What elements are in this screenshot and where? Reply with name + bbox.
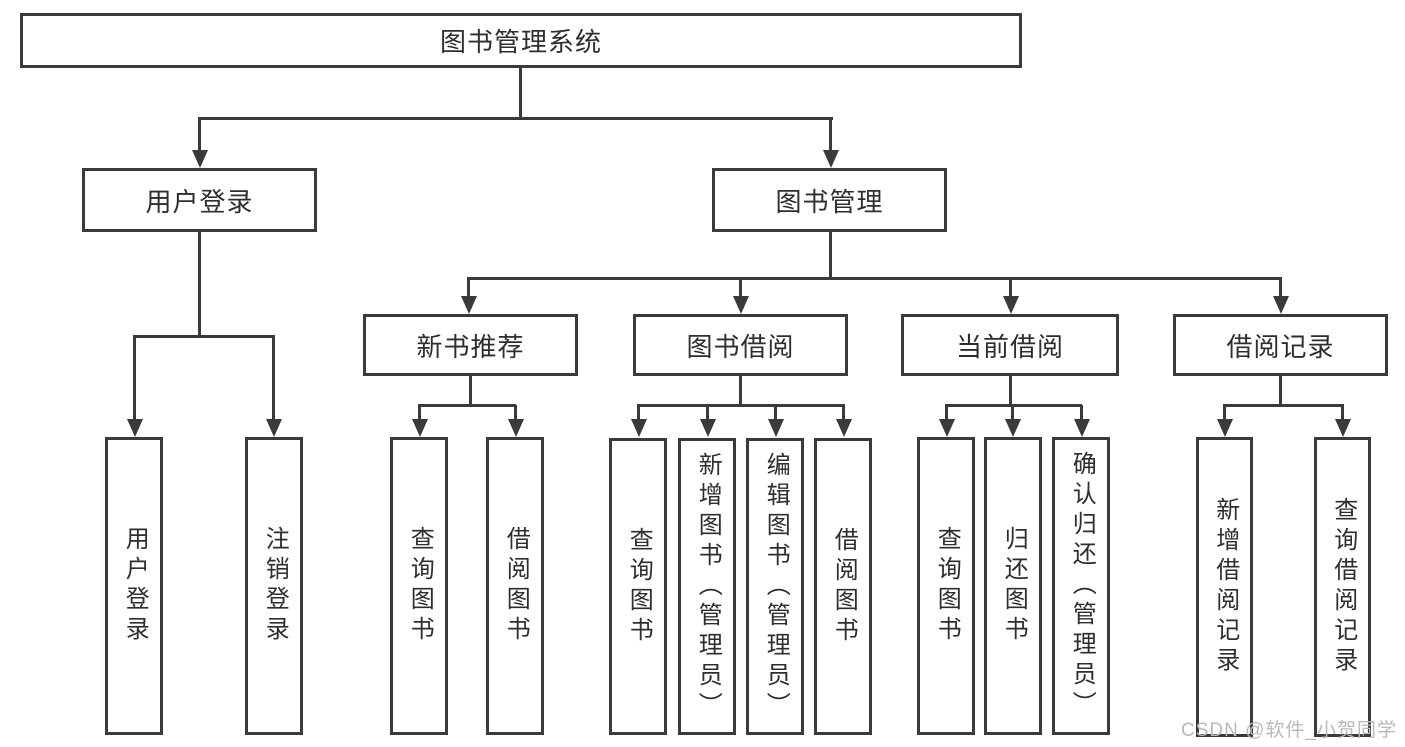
connector-line [1009, 376, 1012, 407]
connector-arrow [418, 405, 421, 419]
leaf-user-login: 用户登录 [105, 437, 163, 735]
connector-arrow [133, 336, 136, 419]
node-label: 图书借阅 [686, 331, 795, 362]
connector-line [198, 232, 201, 337]
node-book-management-branch: 图书管理 [712, 168, 947, 232]
leaf-logout: 注销登录 [245, 437, 303, 735]
connector-arrow [1223, 405, 1226, 419]
node-current-borrowing: 当前借阅 [901, 314, 1119, 376]
node-label: 用户登录 [145, 186, 254, 217]
connector-line [1223, 404, 1344, 407]
connector-arrow [829, 118, 832, 150]
leaf-add-borrow-record: 新增借阅记录 [1196, 437, 1253, 737]
connector-line [198, 117, 833, 120]
leaf-label: 用户登录 [121, 526, 149, 646]
leaf-query-borrow-record: 查询借阅记录 [1314, 437, 1371, 737]
leaf-label: 查询图书 [625, 526, 653, 647]
leaf-label: 查询借阅记录 [1329, 497, 1357, 677]
leaf-query-books-borrowing: 查询图书 [609, 438, 667, 735]
leaf-label: 确认归还（管理员） [1068, 451, 1096, 721]
node-label: 借阅记录 [1226, 331, 1335, 362]
leaf-borrow-books-recommend: 借阅图书 [486, 437, 544, 735]
node-library-management-system: 图书管理系统 [20, 13, 1022, 68]
csdn-watermark: CSDN @软件_小贺同学 [1181, 720, 1397, 741]
connector-line [829, 232, 832, 280]
leaf-edit-books-admin: 编辑图书（管理员） [746, 438, 804, 735]
connector-arrow [706, 405, 709, 419]
node-label: 图书管理 [775, 186, 884, 217]
connector-arrow [467, 278, 470, 296]
connector-line [133, 335, 275, 338]
leaf-label: 查询图书 [406, 526, 434, 646]
leaf-label: 新增图书（管理员） [694, 451, 722, 722]
connector-arrow [1009, 278, 1012, 296]
node-new-book-recommendation: 新书推荐 [363, 314, 578, 376]
leaf-label: 编辑图书（管理员） [762, 451, 790, 722]
leaf-label: 借阅图书 [830, 526, 858, 647]
leaf-label: 新增借阅记录 [1211, 497, 1239, 677]
leaf-return-books: 归还图书 [984, 437, 1042, 735]
leaf-add-books-admin: 新增图书（管理员） [678, 438, 736, 735]
node-book-borrowing: 图书借阅 [633, 314, 848, 376]
connector-line [519, 68, 522, 119]
leaf-label: 查询图书 [933, 526, 961, 646]
leaf-query-books-current: 查询图书 [917, 437, 975, 735]
connector-line [418, 404, 516, 407]
leaf-label: 归还图书 [1000, 526, 1028, 646]
node-user-login-branch: 用户登录 [82, 168, 317, 232]
node-borrowing-records: 借阅记录 [1173, 314, 1388, 376]
leaf-label: 借阅图书 [502, 526, 530, 646]
connector-line [637, 404, 845, 407]
connector-arrow [198, 118, 201, 150]
connector-arrow [1341, 405, 1344, 419]
connector-arrow [1279, 278, 1282, 296]
connector-arrow [1080, 405, 1083, 419]
connector-arrow [739, 278, 742, 296]
leaf-confirm-return-admin: 确认归还（管理员） [1052, 437, 1110, 735]
node-label: 图书管理系统 [439, 27, 602, 57]
node-label: 新书推荐 [416, 331, 525, 362]
node-label: 当前借阅 [955, 331, 1064, 362]
connector-arrow [637, 405, 640, 419]
connector-arrow [1011, 405, 1014, 419]
connector-line [739, 376, 742, 407]
connector-arrow [514, 405, 517, 419]
leaf-label: 注销登录 [261, 526, 289, 646]
connector-line [469, 376, 472, 407]
leaf-borrow-books: 借阅图书 [814, 438, 872, 735]
connector-arrow [945, 405, 948, 419]
connector-arrow [272, 336, 275, 419]
connector-arrow [842, 405, 845, 419]
leaf-query-books-recommend: 查询图书 [390, 437, 448, 735]
connector-line [467, 277, 1282, 280]
connector-line [1279, 376, 1282, 407]
connector-arrow [774, 405, 777, 419]
